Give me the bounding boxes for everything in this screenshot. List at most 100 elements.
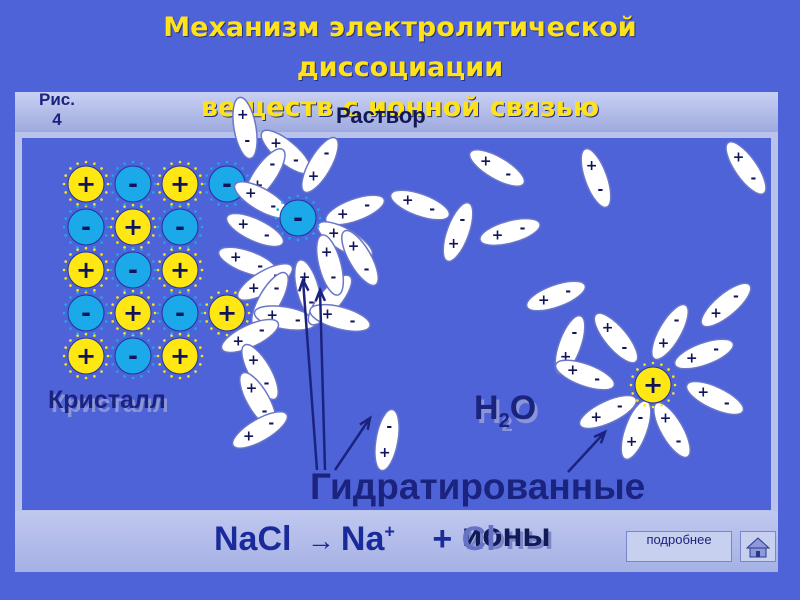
dipole-plus: + [686, 350, 698, 366]
ion-halo-dot [152, 234, 155, 237]
ion-halo-dot [205, 303, 208, 306]
dipole-minus: - [293, 152, 299, 168]
dipole-ellipse [580, 147, 612, 209]
solution-label: Раствор [336, 103, 426, 128]
water-dipole: +- [593, 312, 639, 364]
ion-circle [67, 337, 105, 375]
dipole-minus: - [262, 403, 268, 419]
dipole-plus: + [230, 250, 242, 266]
dipole-minus: - [308, 295, 314, 311]
arrow-head [359, 415, 372, 431]
dipole-minus: - [330, 270, 336, 286]
cation: + [62, 160, 110, 208]
ion-halo-dot [203, 311, 207, 315]
dipole-plus: + [402, 193, 414, 209]
ion-halo-dot [69, 327, 72, 330]
ion-halo-dot [116, 241, 119, 244]
ion-halo-dot [76, 291, 79, 294]
ion-halo-dot [84, 246, 88, 250]
ion-halo-dot [100, 167, 103, 170]
ion-halo-dot [178, 203, 182, 207]
ion-halo-dot [131, 289, 135, 293]
home-button[interactable] [740, 531, 776, 562]
ion-halo-dot [152, 346, 155, 349]
ion-halo-dot [76, 332, 79, 335]
dipole-ellipse [232, 96, 258, 160]
ion-halo-dot [205, 174, 208, 177]
ion-halo-dot [116, 284, 119, 287]
dipole-plus: + [658, 335, 670, 351]
more-button[interactable]: подробнее [626, 531, 732, 562]
ion-circle [67, 251, 105, 289]
dipole-minus: - [724, 395, 730, 411]
ion-halo-dot [111, 260, 114, 263]
dipole-plus: + [560, 349, 572, 365]
ion-halo-dot [105, 260, 108, 263]
ion-halo-dot [158, 234, 161, 237]
ion-halo-dot [93, 291, 96, 294]
dipole-plus: + [480, 154, 492, 170]
ion-circle [114, 251, 152, 289]
formula-na: Na [340, 520, 385, 558]
ion-halo-dot [64, 303, 67, 306]
dipole-minus: - [751, 171, 757, 187]
ion-halo-dot [217, 162, 220, 165]
more-button-label: подробнее [646, 532, 712, 547]
ion-halo-dot [84, 289, 88, 293]
ion-sign: - [128, 170, 138, 198]
dipole-minus: - [364, 198, 370, 214]
ion-halo-dot [76, 375, 79, 378]
dipole-plus: + [660, 411, 672, 427]
ion-halo-dot [194, 167, 197, 170]
ion-halo-dot [158, 277, 161, 280]
ion-halo-dot [187, 248, 190, 251]
ion-halo-dot [288, 196, 291, 199]
ion-halo-dot [105, 174, 108, 177]
dipole-minus: - [324, 146, 330, 162]
ion-halo-dot [672, 375, 675, 378]
dipole-ellipse [442, 201, 474, 263]
ion-halo-dot [116, 167, 119, 170]
dipole-minus: - [520, 221, 526, 237]
dipole-plus: + [245, 186, 257, 202]
dipole-plus: + [348, 239, 360, 255]
ion-halo-dot [93, 203, 96, 206]
dipole-ellipse [593, 312, 639, 364]
ion-halo-dot [100, 241, 103, 244]
ion-halo-dot [106, 354, 110, 358]
dipole-minus: - [565, 284, 571, 300]
ion-halo-dot [205, 320, 208, 323]
arrow-head [593, 429, 608, 444]
ion-halo-dot [158, 320, 161, 323]
anion: - [156, 289, 204, 337]
ion-halo-dot [305, 196, 308, 199]
water-dipole: +- [315, 234, 345, 296]
ion-halo-dot [123, 162, 126, 165]
ion-sign: + [643, 371, 663, 399]
water-dipole: +- [554, 314, 586, 376]
ion-halo-dot [194, 327, 197, 330]
dipole-ellipse [220, 318, 280, 354]
ion-sign: - [222, 170, 232, 198]
ion-halo-dot [629, 383, 633, 387]
water-dipole: +- [309, 303, 371, 333]
formula-cl: Cl [461, 520, 496, 558]
ion-halo-dot [62, 225, 66, 229]
ion-halo-dot [158, 260, 161, 263]
ion-halo-dot [76, 162, 79, 165]
ion-halo-dot [131, 203, 135, 207]
ion-halo-dot [62, 268, 66, 272]
ion-halo-dot [69, 241, 72, 244]
ion-halo-dot [84, 160, 88, 164]
ion-halo-dot [131, 246, 135, 250]
dipole-minus: - [594, 371, 600, 387]
water-dipole: +- [231, 411, 289, 449]
ion-halo-dot [210, 327, 213, 330]
ion-halo-dot [200, 182, 204, 186]
ion-halo-dot [100, 327, 103, 330]
ion-circle [161, 294, 199, 332]
water-dipole: +- [225, 212, 285, 248]
ion-halo-dot [199, 277, 202, 280]
ion-halo-dot [116, 370, 119, 373]
ion-halo-dot [147, 339, 150, 342]
